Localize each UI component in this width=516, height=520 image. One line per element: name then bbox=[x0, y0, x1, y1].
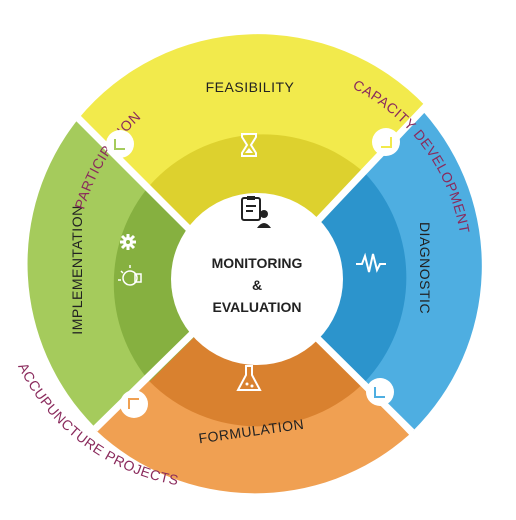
inner-ring-formulation bbox=[149, 334, 366, 427]
segment-label-implementation: IMPLEMENTATION bbox=[69, 205, 85, 334]
center-circle bbox=[171, 193, 343, 365]
center-title-line1: MONITORING bbox=[212, 255, 303, 271]
inner-ring-implementation bbox=[113, 185, 197, 382]
segment-label-feasibility: FEASIBILITY bbox=[206, 79, 295, 95]
connector-bottom-left bbox=[120, 390, 148, 418]
segment-label-diagnostic: DIAGNOSTIC bbox=[417, 222, 433, 314]
corner-arrow-icon bbox=[114, 139, 125, 150]
inner-ring-feasibility bbox=[149, 134, 366, 227]
inner-ring-diagnostic bbox=[318, 173, 407, 382]
flask-icon bbox=[236, 365, 262, 391]
heartbeat-icon bbox=[356, 252, 386, 273]
corner-arrow-icon bbox=[128, 398, 139, 409]
center-title-line3: EVALUATION bbox=[213, 299, 302, 315]
corner-arrow-icon bbox=[374, 387, 385, 398]
segment-separators bbox=[75, 103, 429, 435]
hourglass-icon bbox=[241, 133, 257, 157]
corner-arrow-icon bbox=[381, 137, 392, 148]
center-title-line2: & bbox=[252, 277, 262, 293]
connector-bottom-right bbox=[366, 378, 394, 406]
connector-top-right bbox=[372, 128, 400, 156]
gear-bulb-icon bbox=[118, 234, 142, 286]
connector-top-left bbox=[106, 130, 134, 158]
clipboard-person-icon bbox=[241, 196, 271, 228]
